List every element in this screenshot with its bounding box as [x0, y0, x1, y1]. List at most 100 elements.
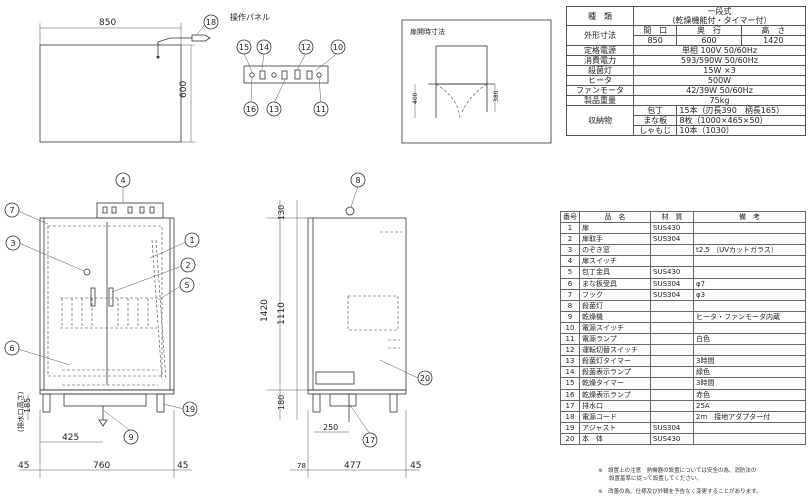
spec-storage-val: 10本（1030）: [676, 125, 806, 136]
callout-circle: [4, 202, 20, 218]
spec-row-label: 製品重量: [566, 95, 634, 106]
parts-name: 電源ランプ: [579, 333, 651, 346]
spec-size-head-h: 高 さ: [740, 25, 807, 36]
dim-leg-height: 185: [23, 398, 32, 413]
callout-circle: [5, 235, 21, 251]
callout-circle: [179, 277, 195, 293]
callout-leader: [157, 285, 182, 301]
callout-circle: [256, 39, 272, 55]
parts-note: [693, 255, 806, 268]
parts-head-name: 品 名: [579, 210, 651, 224]
parts-head-note: 備 考: [693, 210, 806, 224]
spec-row-label: ヒータ: [566, 75, 634, 86]
parts-no: 5: [560, 266, 580, 279]
parts-no: 1: [560, 222, 580, 235]
parts-no: 16: [560, 388, 580, 401]
side-view: 130 1420 1110 180 250 78 477 45: [260, 200, 421, 478]
note-1: ※ 設置上の注意 熱機器の設置については安全の為、消防法の: [598, 468, 757, 474]
door-open-detail: 扉開時寸法 400 380: [401, 19, 552, 144]
callout-leader: [296, 52, 307, 71]
parts-note: ヒータ・ファンモータ内蔵: [693, 310, 806, 323]
callout-number: 12: [301, 43, 311, 52]
spec-storage-key: まな板: [632, 115, 678, 126]
parts-name: 殺菌灯: [579, 299, 651, 312]
callout-number: 1: [189, 236, 194, 245]
parts-no: 9: [560, 310, 580, 323]
parts-no: 6: [560, 277, 580, 290]
callout-leader: [162, 403, 185, 410]
spec-row-value: 500W: [633, 75, 806, 86]
parts-material: [650, 255, 694, 268]
spec-storage-val: 15本（刃長390 柄長165）: [676, 105, 806, 116]
parts-note: t2.5 （UVカットガラス）: [693, 244, 806, 257]
dim-front-side-left: 45: [18, 461, 29, 471]
callout-number: 7: [9, 206, 14, 215]
parts-name: 包丁金具: [579, 266, 651, 279]
parts-note: [693, 321, 806, 335]
callout-leader: [111, 265, 183, 293]
parts-name: 乾燥表示ランプ: [579, 388, 651, 401]
parts-note: [693, 299, 806, 312]
callout-leader: [350, 185, 359, 208]
parts-material: [650, 355, 694, 368]
dim-side-cord: 250: [323, 423, 338, 432]
parts-no: 15: [560, 377, 580, 390]
parts-material: SUS304: [650, 421, 694, 434]
parts-material: [650, 388, 694, 401]
spec-row-value: 593/590W 50/60Hz: [633, 55, 806, 66]
callout-leader: [261, 52, 265, 71]
spec-storage-key: 包丁: [632, 105, 678, 116]
callout-leader: [17, 210, 49, 225]
callout-leader: [250, 77, 253, 104]
spec-storage-label: 収納物: [566, 105, 634, 136]
parts-head-material: 材 質: [650, 210, 694, 224]
parts-no: 12: [560, 344, 580, 357]
door-right-dim: 380: [493, 90, 500, 102]
spec-row-value: 15W ×3: [633, 65, 806, 76]
parts-material: SUS430: [650, 222, 694, 235]
spec-size-head-w: 間 口: [632, 25, 678, 36]
spec-size-label: 外形寸法: [566, 25, 634, 46]
dim-front-width: 760: [93, 461, 110, 471]
parts-name: 扉取手: [579, 233, 651, 246]
dim-leg-label: (排水口高さ): [16, 391, 25, 432]
front-view: (排水口高さ) 185 425 45 760 45: [16, 202, 192, 478]
parts-no: 4: [560, 255, 580, 268]
parts-note: φ7: [693, 277, 806, 290]
callout-number: 9: [128, 433, 133, 442]
parts-no: 14: [560, 366, 580, 379]
parts-name: 殺菌表示ランプ: [579, 366, 651, 379]
callout-leader: [18, 242, 85, 272]
note-2: 設置基準に従って設置してください。: [598, 476, 702, 482]
dim-front-side-right: 45: [177, 461, 188, 471]
spec-row-value: 42/39W 50/60Hz: [633, 85, 806, 96]
parts-material: [650, 299, 694, 312]
callout-number: 4: [120, 176, 125, 185]
parts-note: [693, 432, 806, 445]
parts-note: [693, 222, 806, 235]
parts-name: 扉スイッチ: [579, 255, 651, 268]
dim-front-height-inner: 1110: [277, 302, 287, 325]
parts-material: SUS430: [650, 432, 694, 445]
parts-no: 18: [560, 410, 580, 423]
dim-top-depth: 600: [179, 81, 189, 98]
parts-material: [650, 377, 694, 390]
parts-name: 乾燥機: [579, 310, 651, 323]
parts-material: SUS304: [650, 277, 694, 290]
dim-drain-offset: 425: [62, 433, 79, 443]
parts-name: 運転切替スイッチ: [579, 344, 651, 357]
door-left-dim: 400: [412, 92, 419, 104]
parts-no: 19: [560, 421, 580, 434]
parts-no: 17: [560, 399, 580, 412]
parts-material: [650, 310, 694, 323]
parts-material: [650, 399, 694, 412]
callout-number: 16: [246, 105, 256, 114]
